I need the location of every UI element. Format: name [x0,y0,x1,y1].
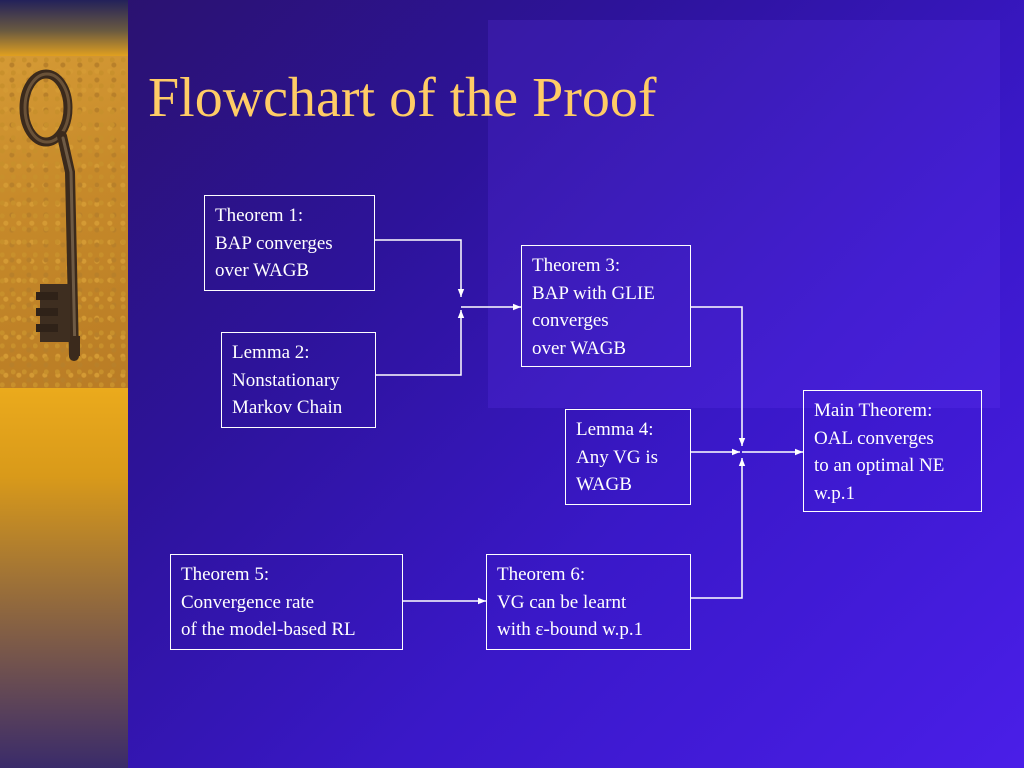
background-highlight [488,20,1000,408]
sidebar-top-band [0,0,128,56]
theorem-5-line-3: of the model-based RL [181,619,356,640]
theorem-1-line-3: over WAGB [215,260,310,281]
main-theorem-heading: Main Theorem: [814,400,933,421]
lemma-4-line-3: WAGB [576,474,632,495]
lemma-2-line-3: Markov Chain [232,397,343,418]
theorem-3-box: Theorem 3: BAP with GLIE converges over … [521,245,691,367]
lemma-4-box: Lemma 4: Any VG is WAGB [565,409,691,505]
lemma-4-heading: Lemma 4: [576,419,654,440]
theorem-6-heading: Theorem 6: [497,564,586,585]
theorem-3-line-3: converges [532,310,609,331]
main-theorem-box: Main Theorem: OAL converges to an optima… [803,390,982,512]
theorem-1-box: Theorem 1: BAP converges over WAGB [204,195,375,291]
slide-title: Flowchart of the Proof [148,67,657,129]
theorem-1-heading: Theorem 1: [215,205,304,226]
edge-theorem6-main [691,458,746,599]
theorem-3-line-4: over WAGB [532,337,627,359]
lemma-2-heading: Lemma 2: [232,342,310,363]
edge-theorem3-main [691,306,746,446]
theorem-6-line-2: VG can be learnt [497,591,627,613]
theorem-5-box: Theorem 5: Convergence rate of the model… [170,554,403,650]
main-theorem-line-2: OAL converges [814,427,934,449]
theorem-5-line-2: Convergence rate [181,591,315,613]
edge-lemma2-theorem3 [375,310,465,376]
sidebar [0,0,128,768]
theorem-3-line-2: BAP with GLIE [532,282,655,304]
lemma-2-box: Lemma 2: Nonstationary Markov Chain [221,332,376,428]
main-theorem-line-4: w.p.1 [814,482,855,504]
theorem-1-line-2: BAP converges [215,232,333,254]
main-theorem-line-3: to an optimal NE [814,455,945,476]
key-photo [0,56,128,388]
edge-theorem1-theorem3 [375,239,465,297]
lemma-4-line-2: Any VG is [576,446,658,468]
theorem-5-heading: Theorem 5: [181,564,270,585]
lemma-2-line-2: Nonstationary [232,369,340,391]
theorem-3-heading: Theorem 3: [532,255,621,276]
theorem-6-line-3: with ε-bound w.p.1 [497,619,644,640]
theorem-6-box: Theorem 6: VG can be learnt with ε-bound… [486,554,691,650]
antique-key-icon [19,69,80,361]
